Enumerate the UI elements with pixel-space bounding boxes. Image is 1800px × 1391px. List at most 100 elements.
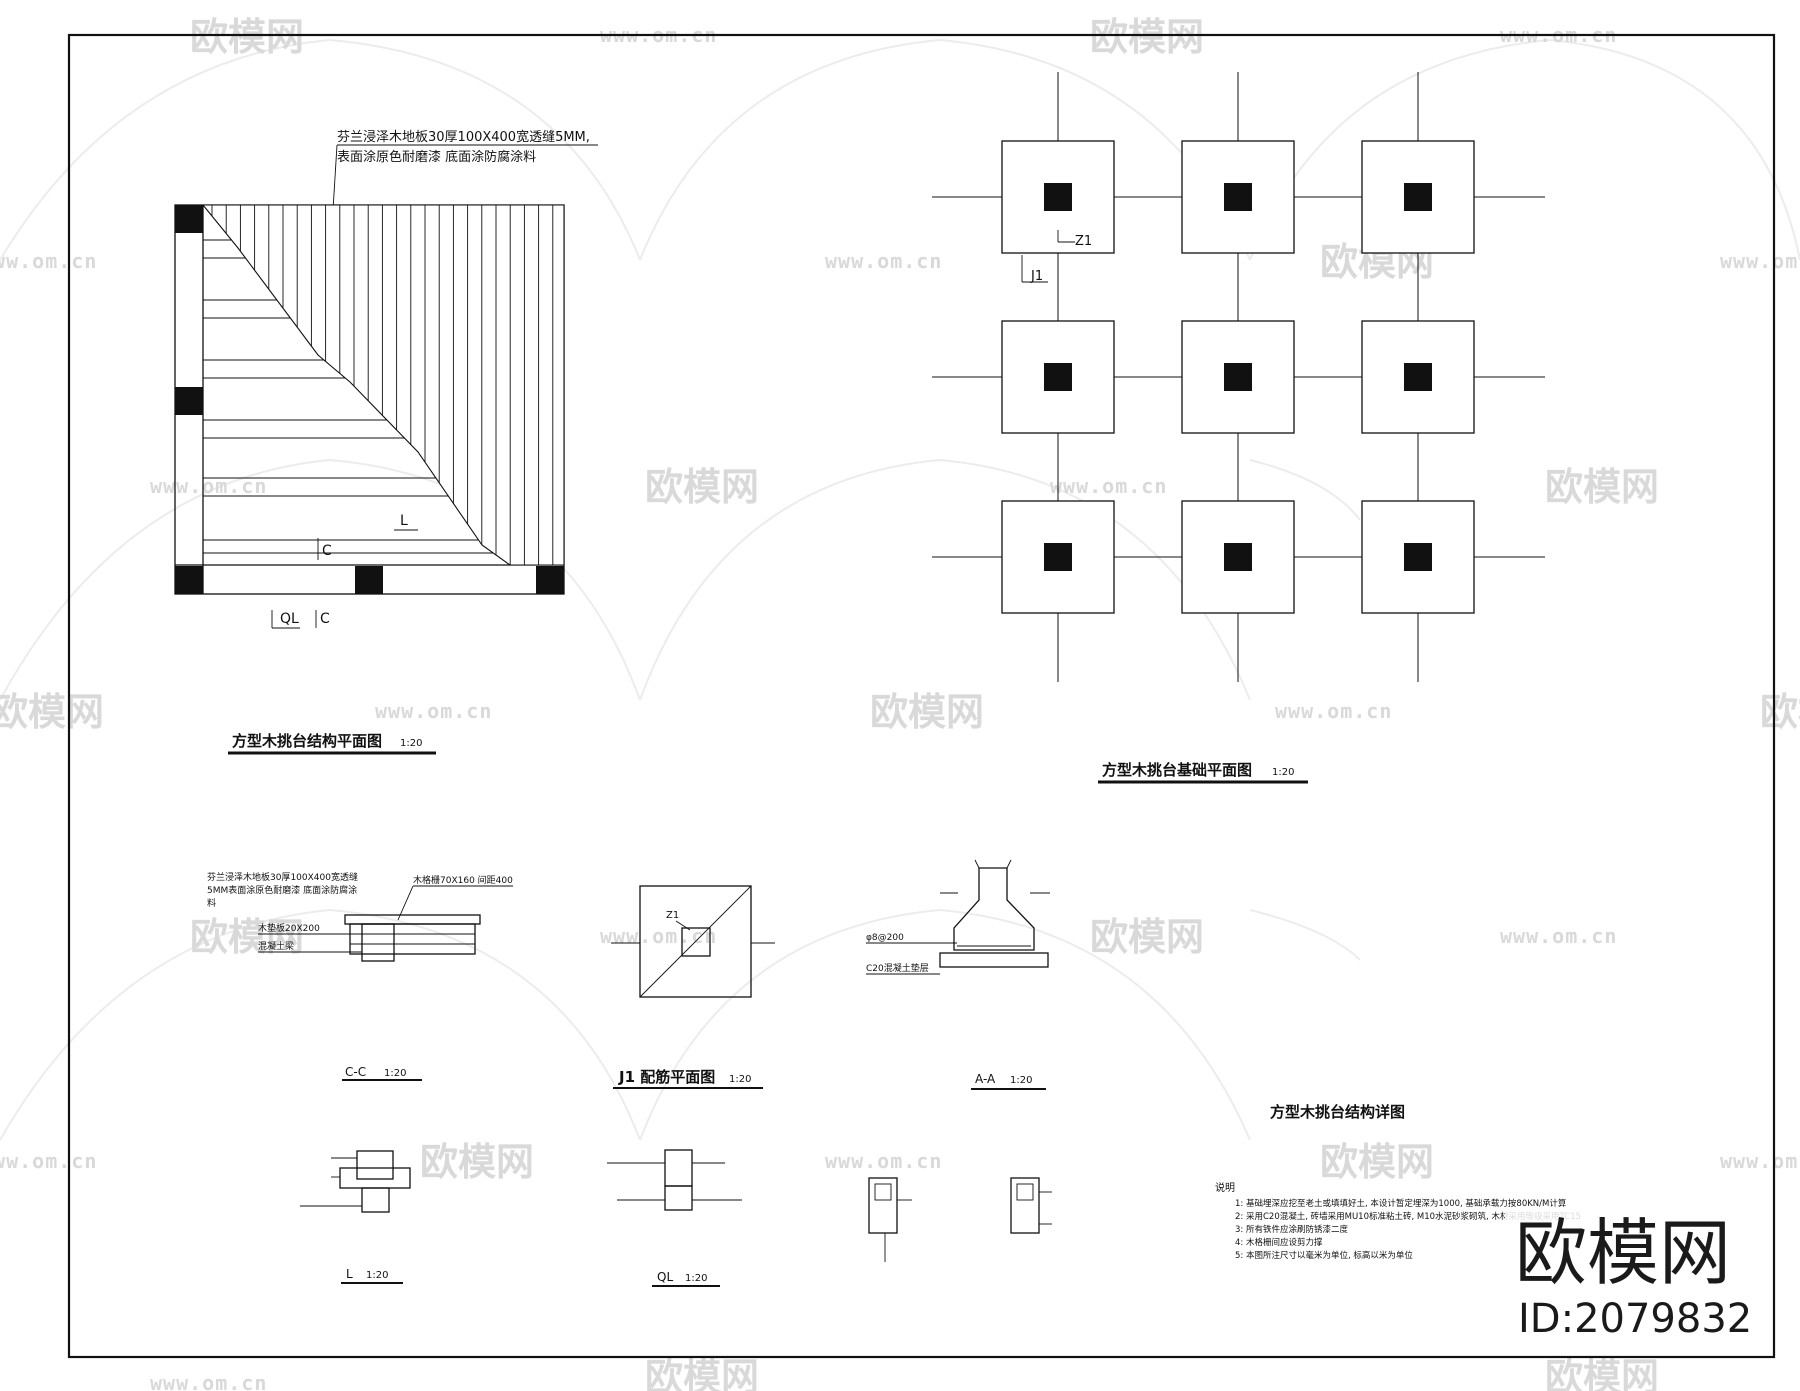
label-c-bottom: C <box>320 611 330 627</box>
pp-rebar <box>874 1183 892 1201</box>
label-z1: Z1 <box>1075 234 1092 249</box>
footing-column <box>1404 183 1432 211</box>
watermark-url-marks: www.om.cn www.om.cn www.om.cn www.om.cn … <box>0 23 1800 1391</box>
small-sections <box>868 1177 1052 1262</box>
column <box>175 566 203 594</box>
break-line <box>1006 859 1012 869</box>
watermark-url: www.om.cn <box>1500 924 1617 948</box>
j1-title: J1 配筋平面图 <box>618 1068 715 1086</box>
l-scale: 1:20 <box>366 1270 388 1281</box>
section-l: L 1:20 <box>300 1150 411 1284</box>
aa-title: A-A <box>975 1072 996 1086</box>
label-ql: QL <box>280 611 299 627</box>
watermark-arcs <box>0 39 1800 1141</box>
watermark-url: www.om.cn <box>1720 1149 1800 1173</box>
structure-plan: 芬兰浸泽木地板30厚100X400宽透缝5MM, 表面涂原色耐磨漆 底面涂防腐涂… <box>174 129 598 755</box>
plan-structure-scale: 1:20 <box>400 738 422 749</box>
foundation-plan: Z1 J1 方型木挑台基础平面图 1:20 <box>932 72 1545 784</box>
deck-boards <box>211 205 554 565</box>
watermark-brand: 欧模网 <box>420 1140 534 1184</box>
aa-c20-pad <box>939 952 1049 968</box>
notes-block: 说明 1: 基础埋深应挖至老土或填填好土, 本设计暂定埋深为1000, 基础承载… <box>1215 1181 1581 1261</box>
brand-stamp: 欧模网 ID:2079832 <box>1505 1208 1765 1348</box>
l-title: L <box>346 1267 353 1281</box>
detail-title: 方型木挑台结构详图 <box>1270 1103 1405 1121</box>
column <box>355 566 383 594</box>
label-c-mid: C <box>322 543 332 559</box>
watermark-brand: 欧模网 <box>0 690 104 734</box>
cc-scale: 1:20 <box>384 1068 406 1079</box>
watermark-brand: 欧模网 <box>1320 1140 1434 1184</box>
section-ql: QL 1:20 <box>607 1149 742 1287</box>
aa-scale: 1:20 <box>1010 1075 1032 1086</box>
column <box>175 387 203 415</box>
note-item: 3: 所有铁件应涂刷防锈漆二度 <box>1235 1224 1348 1235</box>
plan-structure-title: 方型木挑台结构平面图 <box>232 732 382 750</box>
cc-note-line3: 料 <box>207 897 216 909</box>
footing-column <box>1044 363 1072 391</box>
aa-footing <box>953 867 1035 951</box>
note-item: 2: 采用C20混凝土, 砖墙采用MU10标准粘土砖, M10水泥砂浆砌筑, 木… <box>1235 1211 1581 1222</box>
stamp-id: ID:2079832 <box>1518 1296 1752 1342</box>
leader-line <box>332 144 338 211</box>
aa-c20-label: C20混凝土垫层 <box>866 962 929 974</box>
watermark-brand: 欧模网 <box>1090 15 1204 59</box>
note-item: 1: 基础埋深应挖至老土或填填好土, 本设计暂定埋深为1000, 基础承载力按8… <box>1235 1198 1567 1209</box>
cc-concrete-beam <box>361 923 395 962</box>
footing-column <box>1224 363 1252 391</box>
j1-diagonal <box>639 885 752 998</box>
cc-title: C-C <box>345 1065 366 1079</box>
section-aa: φ8@200 C20混凝土垫层 A-A 1:20 <box>866 859 1050 1090</box>
l-beam-top <box>356 1150 394 1180</box>
leader-line <box>397 885 414 921</box>
notes-heading: 说明 <box>1215 1181 1235 1194</box>
stamp-brand-name: 欧模网 <box>1515 1211 1731 1295</box>
watermark-brand: 欧模网 <box>645 465 759 509</box>
watermark-brand: 欧模网 <box>1760 690 1800 734</box>
cc-joist <box>349 923 476 955</box>
cc-joist-label: 木格栅70X160 间距400 <box>413 874 513 886</box>
footing-column <box>1224 183 1252 211</box>
cc-note-line1: 芬兰浸泽木地板30厚100X400宽透缝 <box>207 871 358 883</box>
cc-concrete-label: 混凝土梁 <box>258 940 294 952</box>
j1-z1-label: Z1 <box>666 910 679 921</box>
j1-rebar-plan: Z1 J1 配筋平面图 1:20 <box>611 885 775 1089</box>
l-post <box>361 1187 390 1213</box>
column <box>175 205 203 233</box>
watermark-url: www.om.cn <box>1720 249 1800 273</box>
watermark-url: www.om.cn <box>1050 474 1167 498</box>
section-cc: 芬兰浸泽木地板30厚100X400宽透缝 5MM表面涂原色耐磨漆 底面涂防腐涂 … <box>207 871 513 1081</box>
deck-joists <box>203 239 494 554</box>
board-zone <box>201 204 565 566</box>
aa-rebar-label: φ8@200 <box>866 933 904 943</box>
stamp-bg <box>1505 1208 1765 1348</box>
footings-grid <box>932 72 1545 682</box>
watermark-url: www.om.cn <box>825 1149 942 1173</box>
watermark-url: www.om.cn <box>825 249 942 273</box>
watermark-brand: 欧模网 <box>1090 915 1204 959</box>
watermark-brand: 欧模网 <box>190 15 304 59</box>
plan-note-line1: 芬兰浸泽木地板30厚100X400宽透缝5MM, <box>337 129 590 145</box>
label-j1: J1 <box>1030 269 1043 284</box>
footing-column <box>1224 543 1252 571</box>
plan-foundation-title: 方型木挑台基础平面图 <box>1102 761 1252 779</box>
j1-footing <box>639 885 752 998</box>
pp-section <box>868 1177 898 1234</box>
label-l: L <box>400 513 408 529</box>
z1-rebar <box>1016 1183 1034 1201</box>
plan-foundation-scale: 1:20 <box>1272 767 1294 778</box>
footing-column <box>1404 363 1432 391</box>
footing-pad <box>1001 500 1115 614</box>
ql-post <box>664 1185 693 1211</box>
watermark-url: www.om.cn <box>0 1149 97 1173</box>
plan-note-line2: 表面涂原色耐磨漆 底面涂防腐涂料 <box>337 149 536 165</box>
watermark-url: www.om.cn <box>0 249 97 273</box>
cc-floor-board <box>344 914 481 925</box>
watermark-url: www.om.cn <box>1275 699 1392 723</box>
column <box>536 566 564 594</box>
watermark-brand: 欧模网 <box>870 690 984 734</box>
watermark-url: www.om.cn <box>150 1371 267 1391</box>
ql-scale: 1:20 <box>685 1273 707 1284</box>
sheet-border <box>67 33 1776 1359</box>
